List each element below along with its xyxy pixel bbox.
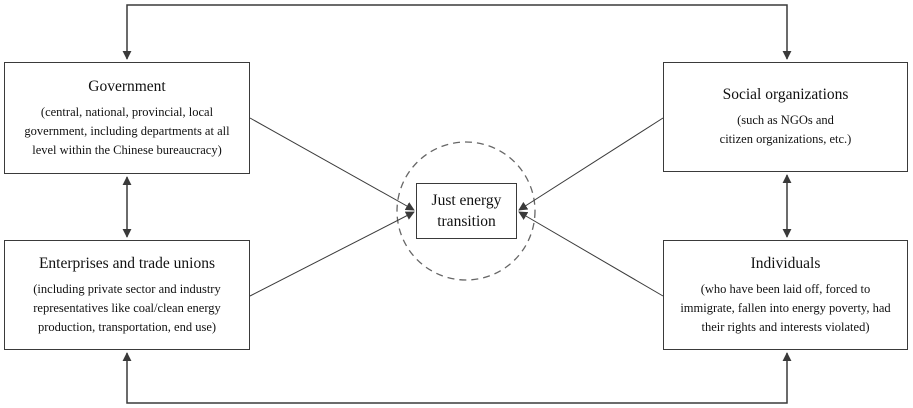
just-energy-transition-box: Just energy transition bbox=[416, 183, 517, 239]
social-desc-line: (such as NGOs and bbox=[737, 113, 834, 127]
enterprises-to-center-arrow bbox=[249, 211, 415, 297]
individuals-desc-line: (who have been laid off, forced to bbox=[700, 281, 871, 296]
center-label-line: transition bbox=[437, 213, 496, 230]
top-loop-connector bbox=[122, 4, 792, 60]
government-desc-line: government, including departments at all bbox=[24, 123, 230, 138]
enterprises-box: Enterprises and trade unions (including … bbox=[4, 240, 250, 350]
bottom-loop-connector bbox=[122, 352, 792, 404]
individuals-title: Individuals bbox=[750, 254, 821, 272]
enterprises-title: Enterprises and trade unions bbox=[38, 254, 216, 272]
individuals-description: (who have been laid off, forced to immig… bbox=[680, 280, 890, 337]
government-box: Government (central, national, provincia… bbox=[4, 62, 250, 174]
government-description: (central, national, provincial, local go… bbox=[24, 103, 229, 160]
individuals-box: Individuals (who have been laid off, for… bbox=[663, 240, 908, 350]
center-dashed-circle bbox=[396, 141, 536, 281]
individuals-desc-line: their rights and interests violated) bbox=[701, 319, 870, 334]
center-label-line: Just energy bbox=[431, 192, 502, 209]
government-desc-line: (central, national, provincial, local bbox=[40, 104, 214, 119]
social-organizations-description: (such as NGOs and citizen organizations,… bbox=[720, 111, 852, 149]
government-title: Government bbox=[88, 77, 166, 95]
government-desc-line: level within the Chinese bureaucracy) bbox=[32, 142, 222, 157]
individuals-to-center-arrow bbox=[518, 211, 664, 297]
enterprises-description: (including private sector and industry r… bbox=[33, 280, 221, 337]
social-desc-line: citizen organizations, etc.) bbox=[719, 132, 852, 146]
social-organizations-box: Social organizations (such as NGOs and c… bbox=[663, 62, 908, 172]
enterprises-desc-line: representatives like coal/clean energy bbox=[33, 300, 221, 315]
social-to-center-arrow bbox=[518, 117, 664, 211]
enterprises-desc-line: production, transportation, end use) bbox=[37, 319, 217, 334]
government-to-center-arrow bbox=[249, 117, 415, 211]
enterprises-desc-line: (including private sector and industry bbox=[33, 281, 221, 296]
social-organizations-title: Social organizations bbox=[722, 86, 849, 103]
individuals-desc-line: immigrate, fallen into energy poverty, h… bbox=[680, 300, 891, 315]
